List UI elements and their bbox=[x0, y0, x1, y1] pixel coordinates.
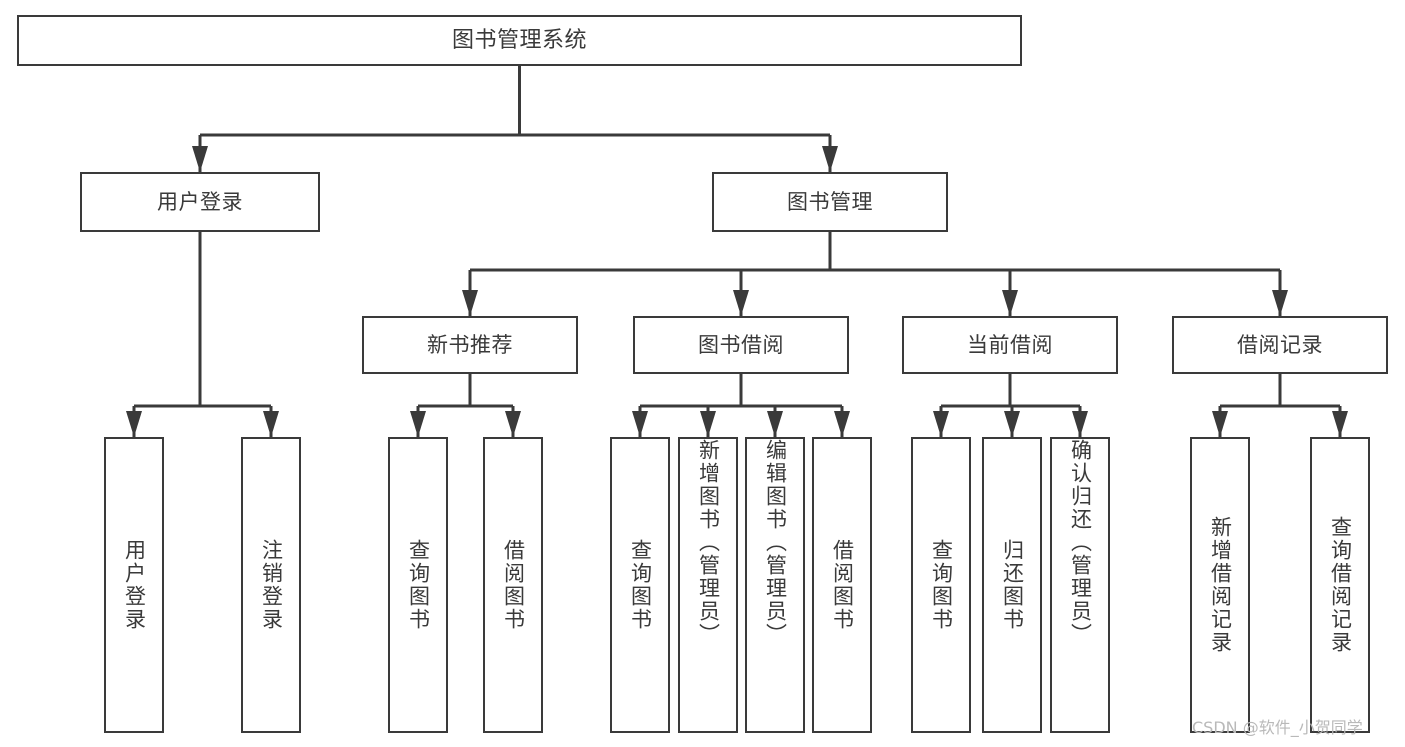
node-leaf-confirm-return: 确认归还（管理员） bbox=[1050, 437, 1110, 733]
node-label: 借阅记录 bbox=[1237, 332, 1323, 357]
node-leaf-query-book-c: 查询图书 bbox=[911, 437, 971, 733]
node-leaf-edit-book: 编辑图书（管理员） bbox=[745, 437, 805, 733]
node-borrow-record: 借阅记录 bbox=[1172, 316, 1388, 374]
node-label: 用户登录 bbox=[122, 539, 147, 631]
node-label: 图书管理 bbox=[787, 189, 873, 214]
node-label: 查询图书 bbox=[406, 539, 431, 631]
node-label: 查询图书 bbox=[929, 539, 954, 631]
node-label: 编辑图书（管理员） bbox=[763, 439, 788, 646]
node-label: 图书管理系统 bbox=[451, 27, 587, 53]
node-label: 用户登录 bbox=[157, 189, 243, 214]
node-label: 当前借阅 bbox=[967, 332, 1053, 357]
node-user-login: 用户登录 bbox=[80, 172, 320, 232]
node-leaf-user-login: 用户登录 bbox=[104, 437, 164, 733]
node-leaf-borrow-book-b: 借阅图书 bbox=[812, 437, 872, 733]
node-leaf-borrow-book-a: 借阅图书 bbox=[483, 437, 543, 733]
node-label: 新增图书（管理员） bbox=[696, 439, 721, 646]
node-label: 归还图书 bbox=[1000, 539, 1025, 631]
node-leaf-add-record: 新增借阅记录 bbox=[1190, 437, 1250, 733]
node-label: 图书借阅 bbox=[698, 332, 784, 357]
node-leaf-return-book: 归还图书 bbox=[982, 437, 1042, 733]
node-label: 新增借阅记录 bbox=[1208, 516, 1233, 654]
node-label: 借阅图书 bbox=[830, 539, 855, 631]
node-label: 查询图书 bbox=[628, 539, 653, 631]
node-leaf-query-book-b: 查询图书 bbox=[610, 437, 670, 733]
node-label: 确认归还（管理员） bbox=[1068, 439, 1093, 646]
watermark-label: CSDN @软件_小贺同学 bbox=[1192, 718, 1363, 737]
node-label: 查询借阅记录 bbox=[1328, 516, 1353, 654]
node-label: 注销登录 bbox=[259, 539, 284, 631]
node-leaf-logout: 注销登录 bbox=[241, 437, 301, 733]
node-root: 图书管理系统 bbox=[17, 15, 1022, 66]
node-book-borrow: 图书借阅 bbox=[633, 316, 849, 374]
node-leaf-query-record: 查询借阅记录 bbox=[1310, 437, 1370, 733]
node-label: 新书推荐 bbox=[427, 332, 513, 357]
node-label: 借阅图书 bbox=[501, 539, 526, 631]
node-new-book-rec: 新书推荐 bbox=[362, 316, 578, 374]
node-leaf-query-book-a: 查询图书 bbox=[388, 437, 448, 733]
node-book-manage: 图书管理 bbox=[712, 172, 948, 232]
node-leaf-add-book: 新增图书（管理员） bbox=[678, 437, 738, 733]
node-current-borrow: 当前借阅 bbox=[902, 316, 1118, 374]
